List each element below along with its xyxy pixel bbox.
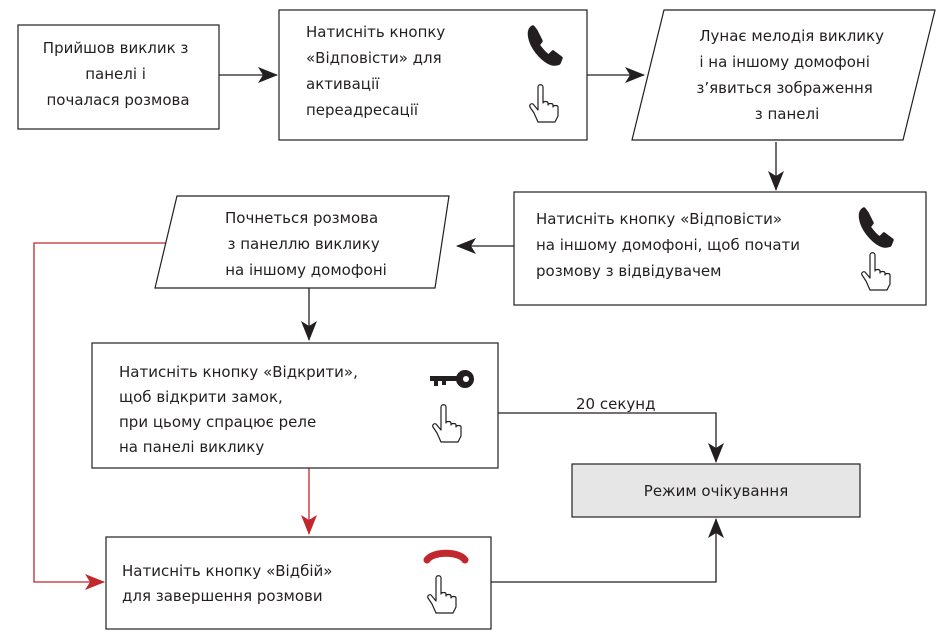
svg-text:Натисніть кнопку «Відпов: Натисніть кнопку «Відповісти» для актива… bbox=[306, 23, 450, 119]
svg-text:Лунає мелодія виклику і: Лунає мелодія виклику і на іншому домофо… bbox=[696, 27, 888, 123]
node-press-open: Натисніть кнопку «Відкрити», щоб відкрит… bbox=[91, 342, 499, 469]
node-melody-line-2: і на іншому домофоні bbox=[699, 53, 870, 71]
node-press-open-line-2: щоб відкрити замок, bbox=[119, 388, 283, 406]
svg-text:Прийшов виклик з панелі: Прийшов виклик з панелі і почалася розмо… bbox=[43, 39, 193, 109]
phone-handset-icon bbox=[527, 25, 563, 66]
node-standby-label: Режим очікування bbox=[644, 482, 788, 500]
arrow-open-to-standby bbox=[498, 412, 724, 463]
node-press-answer-other-line-3: розмову з відвідувачем bbox=[536, 262, 721, 280]
node-melody: Лунає мелодія виклику і на іншому домофо… bbox=[631, 9, 936, 141]
node-press-hangup-line-1: Натисніть кнопку «Відбій» bbox=[122, 562, 332, 580]
node-press-answer-line-2: «Відповісти» для bbox=[306, 49, 442, 67]
node-press-answer-line-1: Натисніть кнопку bbox=[306, 23, 445, 41]
node-press-answer: Натисніть кнопку «Відповісти» для актива… bbox=[278, 9, 588, 141]
node-incoming-call: Прийшов виклик з панелі і почалася розмо… bbox=[17, 24, 220, 130]
svg-text:Натисніть кнопку «Відповісти»: Натисніть кнопку «Відповісти» на іншому … bbox=[536, 210, 805, 280]
node-press-open-line-3: при цьому спрацює реле bbox=[119, 413, 316, 431]
phone-handset-icon bbox=[858, 207, 894, 248]
node-incoming-call-line-3: почалася розмова bbox=[46, 91, 189, 109]
node-incoming-call-line-2: панелі і bbox=[85, 65, 146, 83]
timer-label: 20 секунд bbox=[576, 395, 655, 413]
connectors bbox=[33, 67, 784, 590]
hang-up-icon bbox=[423, 549, 469, 564]
node-press-answer-other: Натисніть кнопку «Відповісти» на іншому … bbox=[513, 191, 927, 306]
node-press-answer-other-line-2: на іншому домофоні, щоб почати bbox=[536, 236, 800, 254]
node-press-hangup: Натисніть кнопку «Відбій» для завершення… bbox=[105, 536, 492, 630]
node-incoming-call-line-1: Прийшов виклик з bbox=[43, 39, 189, 57]
node-press-hangup-line-2: для завершення розмови bbox=[122, 587, 323, 605]
arrow-hangup-to-standby bbox=[491, 518, 724, 583]
node-press-open-line-4: на панелі виклику bbox=[119, 438, 264, 456]
key-icon bbox=[430, 370, 474, 388]
arrow-conversation-to-hangup bbox=[33, 242, 166, 590]
node-press-answer-other-line-1: Натисніть кнопку «Відповісти» bbox=[536, 210, 782, 228]
node-conversation-starts: Почнеться розмова з панеллю виклику на і… bbox=[154, 195, 450, 289]
node-conversation-starts-line-2: з панеллю виклику bbox=[227, 235, 379, 253]
node-melody-line-1: Лунає мелодія виклику bbox=[699, 27, 884, 45]
svg-text:Натисніть кнопку «Відкрити»,: Натисніть кнопку «Відкрити», щоб відкрит… bbox=[119, 363, 363, 456]
svg-text:Почнеться розмова з пане: Почнеться розмова з панеллю виклику на і… bbox=[225, 209, 387, 279]
node-conversation-starts-line-3: на іншому домофоні bbox=[225, 261, 387, 279]
node-press-answer-line-3: активації bbox=[306, 75, 380, 93]
node-press-answer-line-4: переадресації bbox=[306, 101, 419, 119]
node-melody-line-3: з’явиться зображення bbox=[696, 79, 872, 97]
node-conversation-starts-line-1: Почнеться розмова bbox=[225, 209, 378, 227]
node-press-open-line-1: Натисніть кнопку «Відкрити», bbox=[119, 363, 358, 381]
node-melody-line-4: з панелі bbox=[755, 105, 820, 123]
node-standby: Режим очікування bbox=[571, 463, 861, 518]
svg-text:Натисніть кнопку «Відбій»: Натисніть кнопку «Відбій» для завершення… bbox=[122, 562, 337, 605]
